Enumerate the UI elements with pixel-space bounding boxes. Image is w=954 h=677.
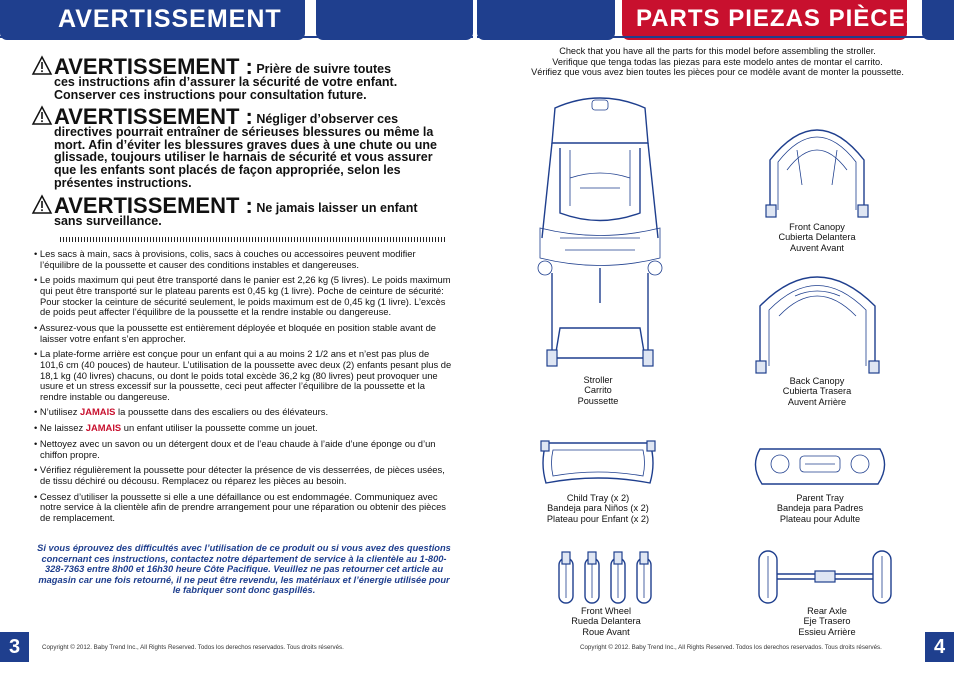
warning-2-label: AVERTISSEMENT : xyxy=(54,104,253,129)
bullet-item: • Assurez-vous que la poussette est enti… xyxy=(34,321,436,344)
back-canopy-illustration xyxy=(755,276,880,374)
divider-pattern xyxy=(60,237,446,242)
front-canopy-illustration xyxy=(765,129,869,218)
warning-2-text: directives pourrait entraîner de sérieus… xyxy=(54,124,437,190)
bullet-item: • N’utilisez JAMAIS la poussette dans de… xyxy=(34,406,329,418)
bullet-item: • Cessez d’utiliser la poussette si elle… xyxy=(34,490,446,523)
warning-1-text-first: Prière de suivre toutes xyxy=(256,62,392,76)
warning-triangle-icon xyxy=(31,194,53,214)
page-number-right: 4 xyxy=(925,632,954,662)
warning-1: AVERTISSEMENT : Prière de suivre toutes … xyxy=(31,54,452,102)
copyright-left: Copyright © 2012. Baby Trend Inc., All R… xyxy=(42,644,344,651)
bullet-item: • Nettoyez avec un savon ou un détergent… xyxy=(34,438,436,460)
warning-3-text-first: Ne jamais laisser un enfant xyxy=(256,201,418,215)
page-number-left: 3 xyxy=(0,632,29,662)
jamais-emphasis: JAMAIS xyxy=(80,406,116,418)
warning-3-label: AVERTISSEMENT : xyxy=(54,193,253,218)
child-tray-illustration xyxy=(540,440,656,484)
front-wheel-illustration xyxy=(558,551,652,604)
stroller-illustration xyxy=(537,97,663,367)
warning-bullet-list: • Les sacs à main, sacs à provisions, co… xyxy=(32,248,452,529)
right-header-corner xyxy=(922,0,954,40)
rear-axle-illustration xyxy=(758,550,892,604)
warning-triangle-icon xyxy=(31,55,53,75)
jamais-emphasis: JAMAIS xyxy=(85,422,122,434)
warning-2: AVERTISSEMENT : Négliger d’observer ces … xyxy=(31,104,452,190)
bullet-item: • Vérifiez régulièrement la poussette po… xyxy=(34,464,445,486)
bullet-item: • Ne laissez JAMAIS un enfant utiliser l… xyxy=(34,422,318,434)
bullet-item: • Le poids maximum qui peut être transpo… xyxy=(34,274,451,318)
customer-service-note: Si vous éprouvez des difficultés avec l’… xyxy=(37,543,451,595)
child-tray-caption: Child Tray (x 2)Bandeja para Niños (x 2)… xyxy=(546,493,650,524)
warning-1-text: ces instructions afin d’assurer la sécur… xyxy=(54,74,398,102)
warning-triangle-icon xyxy=(31,105,53,125)
left-header-rule xyxy=(0,36,473,38)
warning-3-text: sans surveillance. xyxy=(54,213,162,228)
bullet-item: • La plate-forme arrière est conçue pour… xyxy=(34,348,452,402)
left-header-tab xyxy=(316,0,473,40)
parent-tray-illustration xyxy=(754,448,886,485)
right-header-title: PARTS PIEZAS PIÈCES xyxy=(636,5,923,32)
copyright-right: Copyright © 2012. Baby Trend Inc., All R… xyxy=(580,644,882,651)
warning-2-text-first: Négliger d’observer ces xyxy=(256,112,399,126)
left-header-bar xyxy=(0,0,305,40)
right-header-tab xyxy=(477,0,615,40)
bullet-item: • Les sacs à main, sacs à provisions, co… xyxy=(34,248,416,270)
warning-1-label: AVERTISSEMENT : xyxy=(54,54,253,79)
right-header-bar xyxy=(622,0,907,40)
warning-3: AVERTISSEMENT : Ne jamais laisser un enf… xyxy=(31,193,452,228)
parts-intro: Check that you have all the parts for th… xyxy=(531,46,904,78)
left-header-title: AVERTISSEMENT xyxy=(58,5,282,33)
right-header-rule xyxy=(477,36,954,38)
